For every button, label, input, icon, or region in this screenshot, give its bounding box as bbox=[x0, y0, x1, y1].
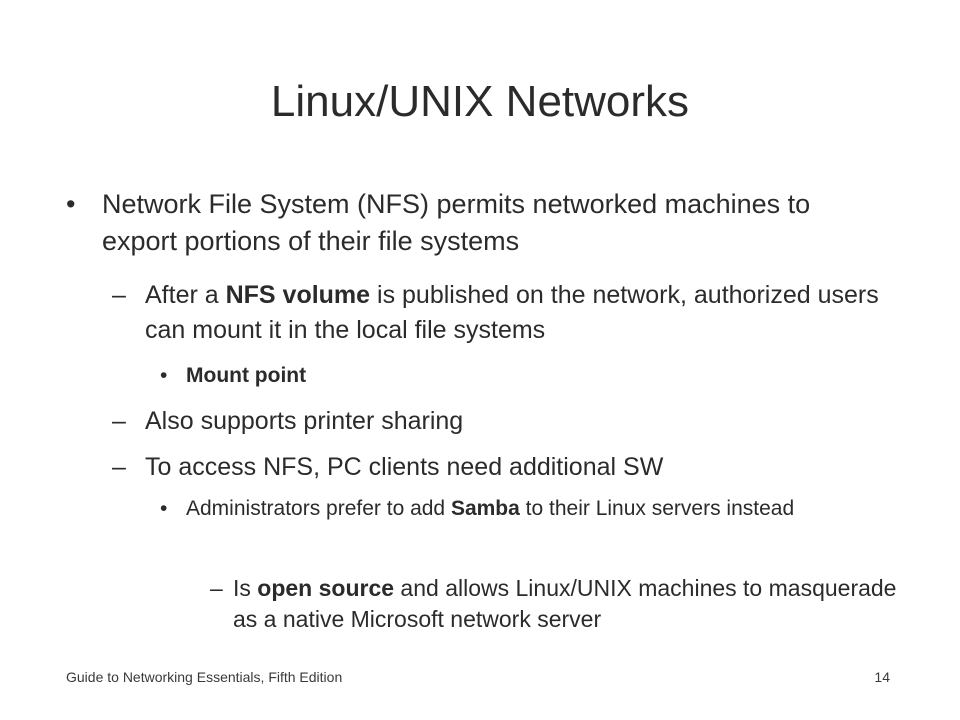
sub-item-text: To access NFS, PC clients need additiona… bbox=[145, 450, 902, 485]
dash-marker: – bbox=[112, 407, 126, 435]
text-segment-bold: open source bbox=[257, 575, 395, 601]
bullet-text: Network File System (NFS) permits networ… bbox=[102, 186, 866, 260]
text-segment-bold: Samba bbox=[450, 497, 520, 520]
text-segment: to their Linux servers instead bbox=[519, 497, 795, 520]
dash-marker: – bbox=[112, 281, 126, 309]
text-segment: Also supports printer sharing bbox=[145, 407, 464, 435]
bullet-marker: • bbox=[66, 189, 76, 219]
text-segment: and allows Linux/UNIX machines to masque… bbox=[233, 575, 897, 632]
text-segment-bold: NFS volume bbox=[225, 281, 371, 309]
sub-sub-sub-item-open-source: – Is open source and allows Linux/UNIX m… bbox=[210, 573, 900, 635]
text-segment: After a bbox=[145, 281, 226, 309]
text-segment: Network File System (NFS) permits networ… bbox=[102, 189, 811, 256]
footer-book-title: Guide to Networking Essentials, Fifth Ed… bbox=[66, 669, 343, 685]
bullet-marker: • bbox=[160, 364, 168, 387]
text-segment: Administrators prefer to add bbox=[186, 497, 451, 520]
footer-page-number: 14 bbox=[874, 669, 890, 685]
dash-marker: – bbox=[112, 453, 126, 481]
slide-title: Linux/UNIX Networks bbox=[270, 77, 690, 126]
sub-sub-sub-item-text: Is open source and allows Linux/UNIX mac… bbox=[233, 573, 900, 635]
text-segment: Is bbox=[233, 575, 258, 601]
sub-sub-item-mount-point: • Mount point bbox=[160, 361, 860, 391]
sub-item-text: After a NFS volume is published on the n… bbox=[145, 278, 902, 348]
text-segment-bold: Mount point bbox=[186, 364, 307, 387]
sub-sub-item-text: Administrators prefer to add Samba to th… bbox=[186, 494, 840, 524]
bullet-marker: • bbox=[160, 497, 168, 520]
sub-item-text: Also supports printer sharing bbox=[145, 404, 902, 439]
sub-item-access-nfs: – To access NFS, PC clients need additio… bbox=[112, 450, 902, 485]
sub-item-nfs-volume: – After a NFS volume is published on the… bbox=[112, 278, 902, 348]
sub-item-printer-sharing: – Also supports printer sharing bbox=[112, 404, 902, 439]
sub-sub-item-text: Mount point bbox=[186, 361, 860, 391]
dash-marker: – bbox=[210, 575, 223, 601]
bullet-item-nfs: • Network File System (NFS) permits netw… bbox=[66, 186, 866, 260]
sub-sub-item-samba: • Administrators prefer to add Samba to … bbox=[160, 494, 840, 524]
text-segment: To access NFS, PC clients need additiona… bbox=[145, 453, 664, 481]
text-segment: is published on the network, authorized … bbox=[145, 281, 879, 344]
